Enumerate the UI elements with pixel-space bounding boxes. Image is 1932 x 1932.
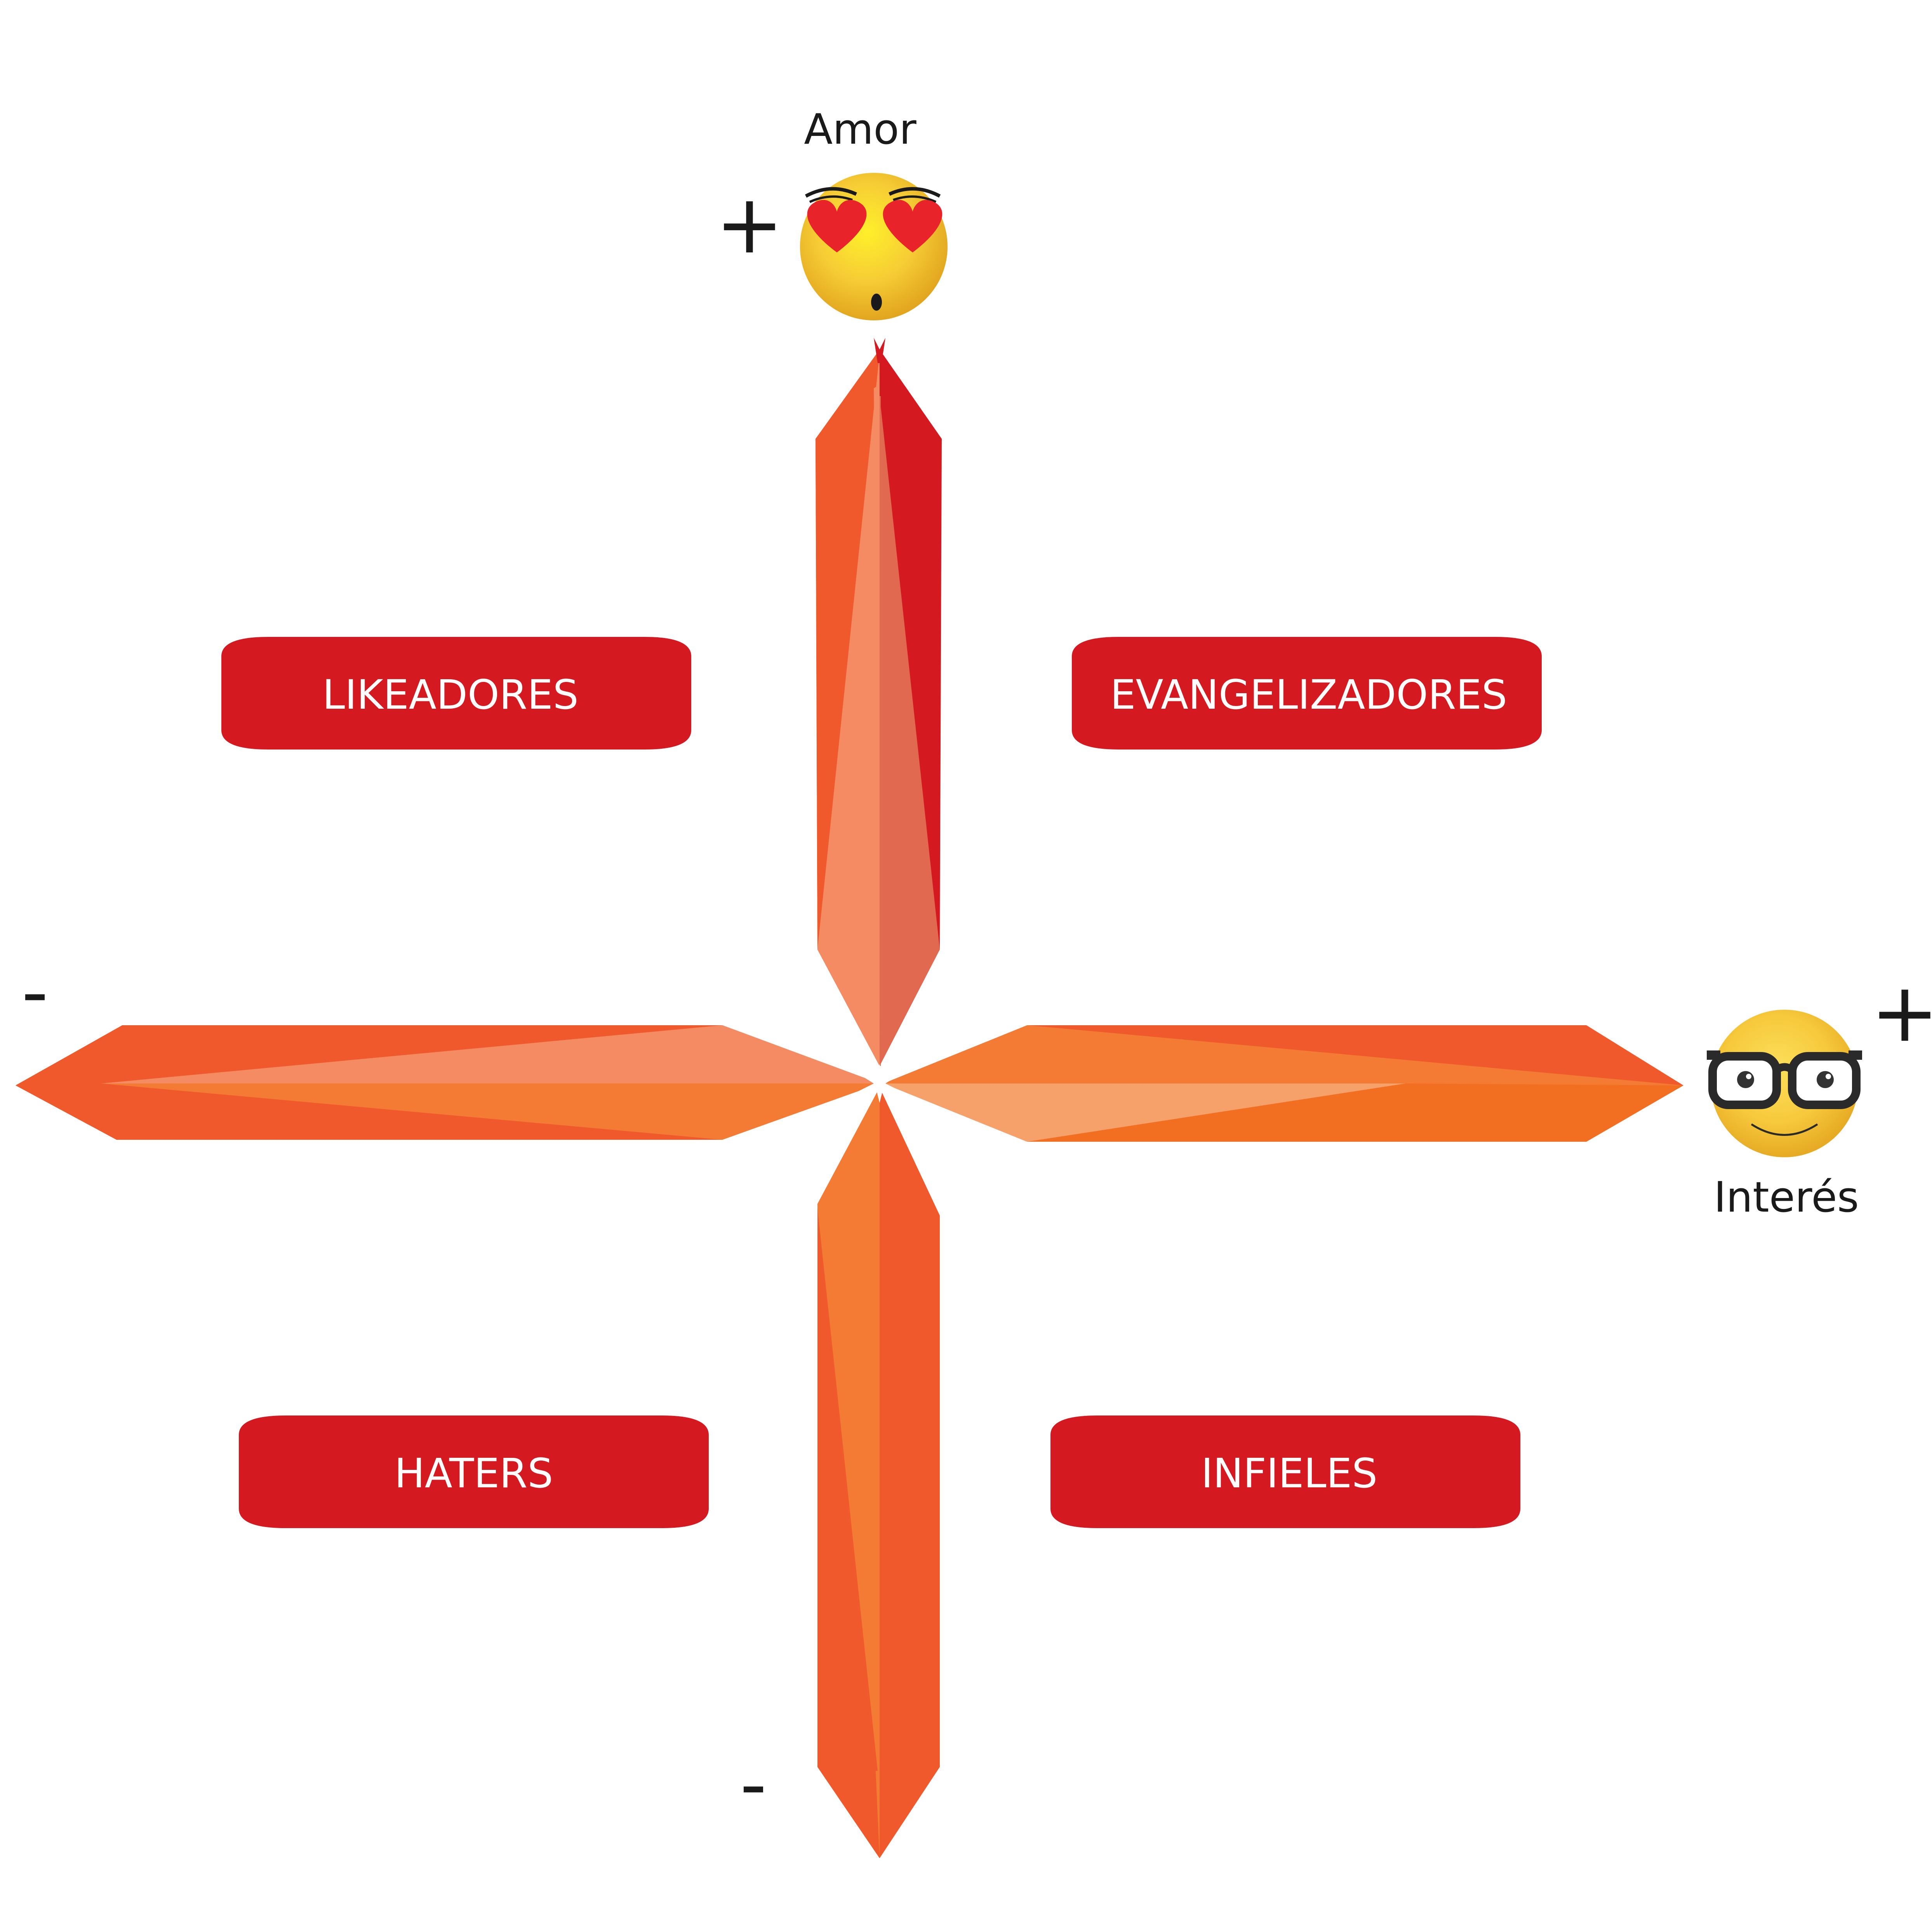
quadrant-bottom-left: HATERS [239,1416,709,1528]
horizontal-axis-arrow-left [16,1025,880,1140]
horizontal-axis-negative-sign: - [22,949,49,1035]
quadrant-pill [221,637,691,749]
nerd-glasses-face-icon [1707,1010,1862,1157]
heart-eyes-face-icon [800,173,948,320]
vertical-axis-label: Amor [804,105,916,154]
quadrant-label-top-right: EVANGELIZADORES [1110,671,1507,718]
quadrant-top-right: EVANGELIZADORES [1072,637,1542,749]
horizontal-axis-label: Interés [1714,1173,1859,1222]
quadrant-top-left: LIKEADORES [221,637,691,749]
quadrant-label-bottom-right: INFIELES [1201,1450,1377,1497]
vertical-axis-arrow-bottom [817,1087,940,1858]
quadrant-bottom-right: INFIELES [1050,1416,1520,1528]
axis-center-star [858,1064,901,1103]
quadrant-label-top-left: LIKEADORES [322,671,579,718]
horizontal-axis-arrow-right [883,1025,1683,1142]
quadrant-pill [1050,1416,1520,1528]
quadrant-pill [239,1416,709,1528]
quadrant-label-bottom-left: HATERS [395,1450,553,1497]
quadrant-pill [1072,637,1542,749]
vertical-axis-positive-sign: + [715,177,784,272]
vertical-axis-arrow-top [816,338,942,1066]
vertical-axis-negative-sign: - [740,1741,767,1827]
horizontal-axis-positive-sign: + [1871,965,1932,1060]
